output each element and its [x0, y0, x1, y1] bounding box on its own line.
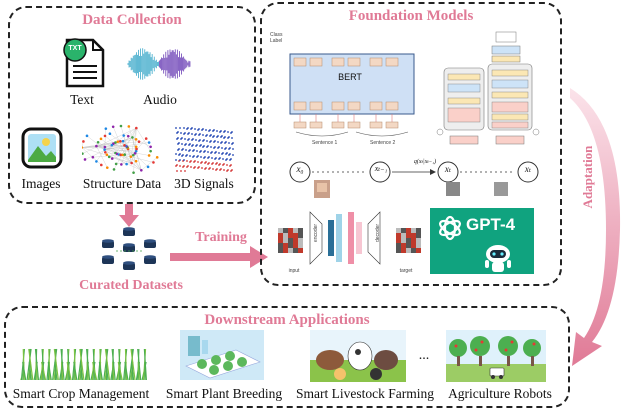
- class-label-text: Class Label: [270, 32, 283, 44]
- curated-datasets-label: Curated Datasets: [79, 278, 183, 293]
- point-cloud-icon: [172, 122, 238, 176]
- training-arrow-icon: [170, 246, 270, 268]
- bert-diagram: [272, 30, 420, 150]
- adaptation-arrow-icon: [558, 80, 638, 370]
- app-label-crop: Smart Crop Management: [12, 386, 150, 401]
- plant-breeding-image: [180, 330, 264, 380]
- audio-waveform-icon: [126, 46, 192, 82]
- diffusion-xT-label: xₜ: [524, 164, 532, 174]
- robot-orchard-image: [446, 330, 546, 382]
- ellipsis-text: ...: [418, 348, 430, 363]
- down-arrow-icon: [118, 204, 140, 228]
- gpt4-label: GPT-4: [466, 215, 516, 234]
- encoder-label: encoder: [313, 223, 319, 242]
- input-label: input: [288, 268, 300, 274]
- decoder-label: decoder: [375, 223, 381, 242]
- diffusion-q-label: q(xₜ|xₜ₋₁): [413, 159, 437, 165]
- diffusion-xt1-label: xₜ₋₁: [374, 164, 388, 173]
- app-label-breeding: Smart Plant Breeding: [165, 386, 283, 401]
- structure-data-label: Structure Data: [82, 176, 162, 191]
- txt-badge: TXT: [68, 45, 82, 52]
- adaptation-label: Adaptation: [580, 145, 595, 209]
- downstream-title: Downstream Applications: [204, 312, 370, 328]
- autoencoder-diagram: [276, 204, 426, 272]
- openai-logo-icon: [436, 214, 464, 242]
- crop-grass-image: [20, 330, 148, 380]
- audio-label: Audio: [143, 92, 177, 107]
- diffusion-x0-label: x₀: [296, 164, 304, 174]
- target-label: target: [399, 268, 413, 274]
- database-cluster-icon: [96, 226, 162, 276]
- app-label-livestock: Smart Livestock Farming: [296, 386, 434, 401]
- image-icon: [20, 126, 64, 170]
- text-label: Text: [70, 92, 94, 107]
- sentence-1-label: Sentence 1: [312, 140, 338, 146]
- foundation-models-title: Foundation Models: [348, 8, 474, 24]
- images-label: Images: [21, 176, 61, 191]
- data-collection-box: [8, 6, 256, 204]
- diffusion-xt-label: xₜ: [444, 164, 452, 174]
- bert-name: BERT: [338, 72, 362, 82]
- livestock-image: [310, 330, 406, 382]
- downstream-box: [4, 306, 570, 408]
- app-label-robots: Agriculture Robots: [448, 386, 552, 401]
- text-file-icon: [61, 36, 107, 90]
- data-collection-title: Data Collection: [82, 12, 182, 28]
- transformer-diagram: [426, 28, 556, 154]
- training-label: Training: [195, 230, 247, 245]
- structure-graph-icon: [82, 122, 162, 176]
- 3d-signals-label: 3D Signals: [174, 176, 234, 191]
- robot-icon: [482, 242, 514, 274]
- diffusion-chain: [282, 156, 552, 202]
- foundation-models-box: [260, 2, 562, 286]
- sentence-2-label: Sentence 2: [370, 140, 396, 146]
